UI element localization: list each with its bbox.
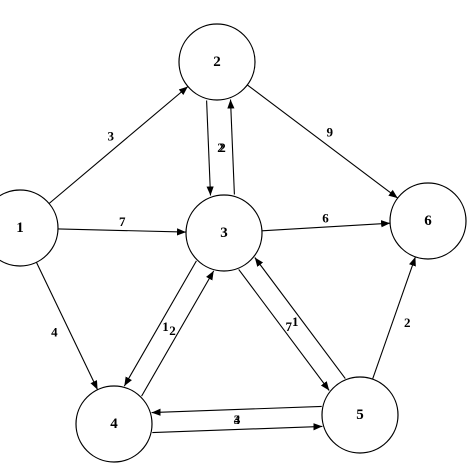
node-circle bbox=[75, 385, 153, 463]
node-2: 2 bbox=[178, 23, 256, 101]
node-circle bbox=[389, 182, 467, 260]
edge-line bbox=[261, 220, 391, 232]
edge-5-to-3: 7 bbox=[254, 257, 346, 379]
edge-weight-label: 7 bbox=[119, 214, 126, 229]
edge-line bbox=[48, 86, 189, 204]
edge-line bbox=[254, 257, 346, 379]
edge-line bbox=[141, 270, 215, 397]
edge-line bbox=[152, 423, 323, 434]
node-circle bbox=[185, 194, 263, 272]
edge-line bbox=[35, 262, 99, 390]
edge-weight-label: 3 bbox=[108, 128, 115, 143]
edge-weight-label: 1 bbox=[292, 314, 299, 329]
node-label: 6 bbox=[424, 213, 432, 229]
node-1: 1 bbox=[0, 189, 59, 267]
node-circle bbox=[321, 376, 399, 454]
edge-3-to-5: 1 bbox=[238, 269, 330, 391]
edge-line bbox=[151, 405, 322, 416]
node-5: 5 bbox=[321, 376, 399, 454]
edge-2-to-3: 2 bbox=[206, 100, 226, 196]
edge-1-to-3: 7 bbox=[57, 214, 187, 236]
edge-2-to-6: 9 bbox=[246, 84, 399, 199]
node-label: 4 bbox=[110, 416, 118, 432]
edge-3-to-2: 2 bbox=[217, 99, 235, 195]
edge-1-to-2: 3 bbox=[48, 86, 189, 204]
edge-line bbox=[206, 100, 214, 196]
node-label: 2 bbox=[213, 54, 221, 70]
edge-weight-label: 2 bbox=[169, 323, 176, 338]
node-circle bbox=[178, 23, 256, 101]
edge-5-to-4: 3 bbox=[151, 405, 322, 427]
edge-line bbox=[238, 269, 330, 391]
edge-weight-label: 2 bbox=[217, 140, 224, 155]
edge-4-to-5: 4 bbox=[152, 412, 323, 434]
node-label: 1 bbox=[16, 220, 24, 236]
edge-weight-label: 6 bbox=[322, 211, 329, 226]
edge-weight-label: 7 bbox=[286, 319, 293, 334]
edge-line bbox=[227, 99, 235, 195]
edge-line bbox=[57, 228, 187, 236]
edge-weight-label: 2 bbox=[404, 315, 411, 330]
node-4: 4 bbox=[75, 385, 153, 463]
edge-weight-label: 2 bbox=[219, 140, 226, 155]
edge-3-to-6: 6 bbox=[261, 211, 391, 232]
edge-3-to-4: 2 bbox=[123, 260, 197, 387]
node-circle bbox=[0, 189, 59, 267]
edge-weight-label: 4 bbox=[234, 412, 241, 427]
node-6: 6 bbox=[389, 182, 467, 260]
edge-weight-label: 9 bbox=[326, 124, 333, 139]
edge-weight-label: 3 bbox=[234, 412, 241, 427]
node-label: 3 bbox=[220, 225, 228, 241]
edge-4-to-3: 1 bbox=[141, 270, 215, 397]
edge-line bbox=[123, 260, 197, 387]
edge-5-to-6: 2 bbox=[372, 256, 416, 380]
edge-1-to-4: 4 bbox=[35, 262, 99, 390]
edge-line bbox=[372, 256, 416, 380]
node-3: 3 bbox=[185, 194, 263, 272]
edge-weight-label: 4 bbox=[51, 325, 58, 340]
edge-weight-label: 1 bbox=[162, 319, 169, 334]
node-label: 5 bbox=[356, 407, 364, 423]
edge-line bbox=[246, 84, 399, 199]
